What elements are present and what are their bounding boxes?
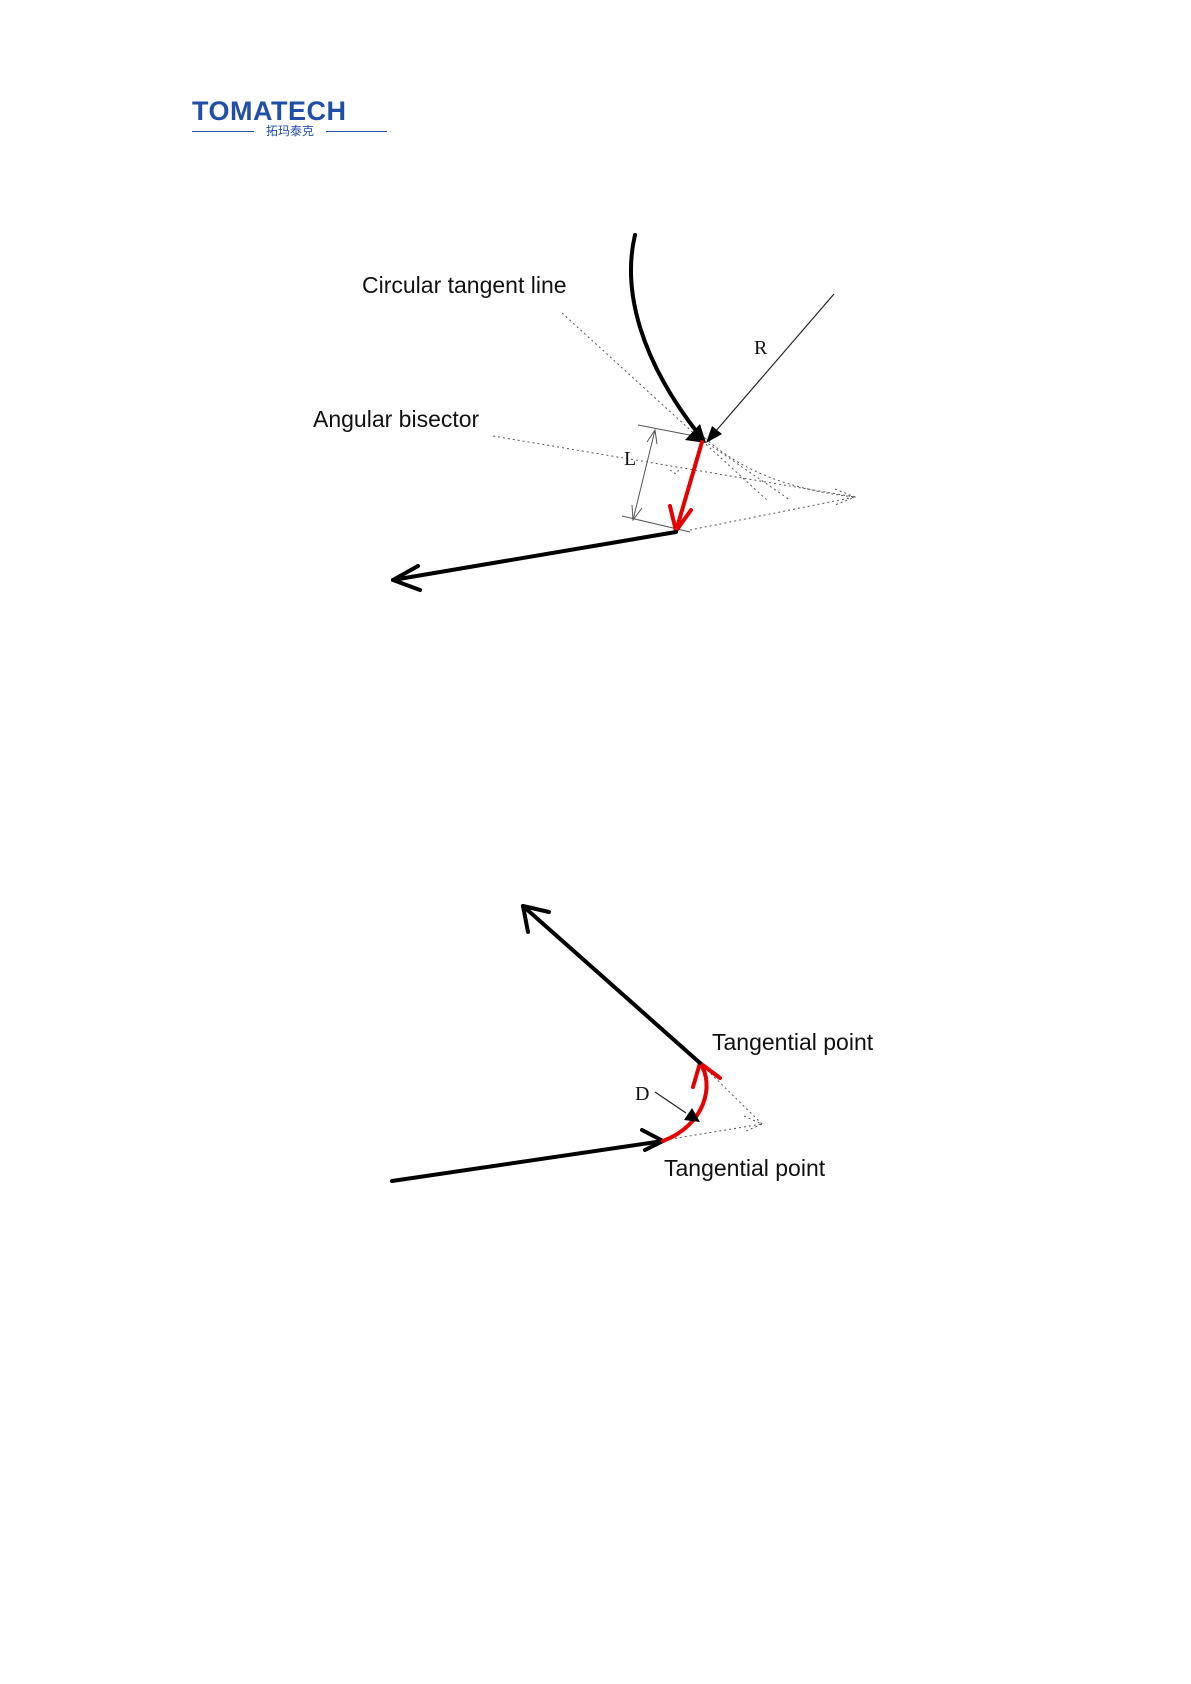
d-pointer-line (655, 1092, 686, 1113)
radius-arrowhead (706, 426, 722, 443)
guide-lines (493, 313, 855, 530)
symbol-r: R (754, 337, 768, 359)
transition-line (676, 442, 702, 531)
label-tangential-point-top: Tangential point (712, 1029, 874, 1055)
label-circular-tangent-line: Circular tangent line (362, 272, 567, 298)
diagram-arc-transition: Tangential point Tangential point D (392, 906, 874, 1181)
label-angular-bisector: Angular bisector (313, 406, 480, 432)
incoming-arrowhead-2 (642, 1130, 663, 1150)
right-angle-mark (670, 468, 680, 474)
dimension-l-line (633, 430, 655, 520)
incoming-arc-path (631, 235, 706, 443)
outgoing-line (393, 532, 676, 580)
incoming-arc-arrowhead (685, 424, 706, 443)
chord-extension (700, 438, 790, 500)
projected-line-dashed (690, 497, 855, 530)
outgoing-line-2 (523, 906, 700, 1063)
projected-arc-dashed (705, 438, 855, 497)
outgoing-path (393, 532, 676, 590)
radius-r (706, 294, 834, 443)
angular-bisector-line (493, 436, 855, 497)
symbol-d: D (635, 1083, 649, 1105)
symbol-l: L (624, 448, 636, 470)
incoming-arc (631, 235, 700, 436)
label-tangential-point-bottom: Tangential point (664, 1155, 826, 1181)
radius-line (715, 294, 834, 432)
transition-segment (670, 442, 702, 531)
incoming-line-2 (392, 1141, 663, 1181)
